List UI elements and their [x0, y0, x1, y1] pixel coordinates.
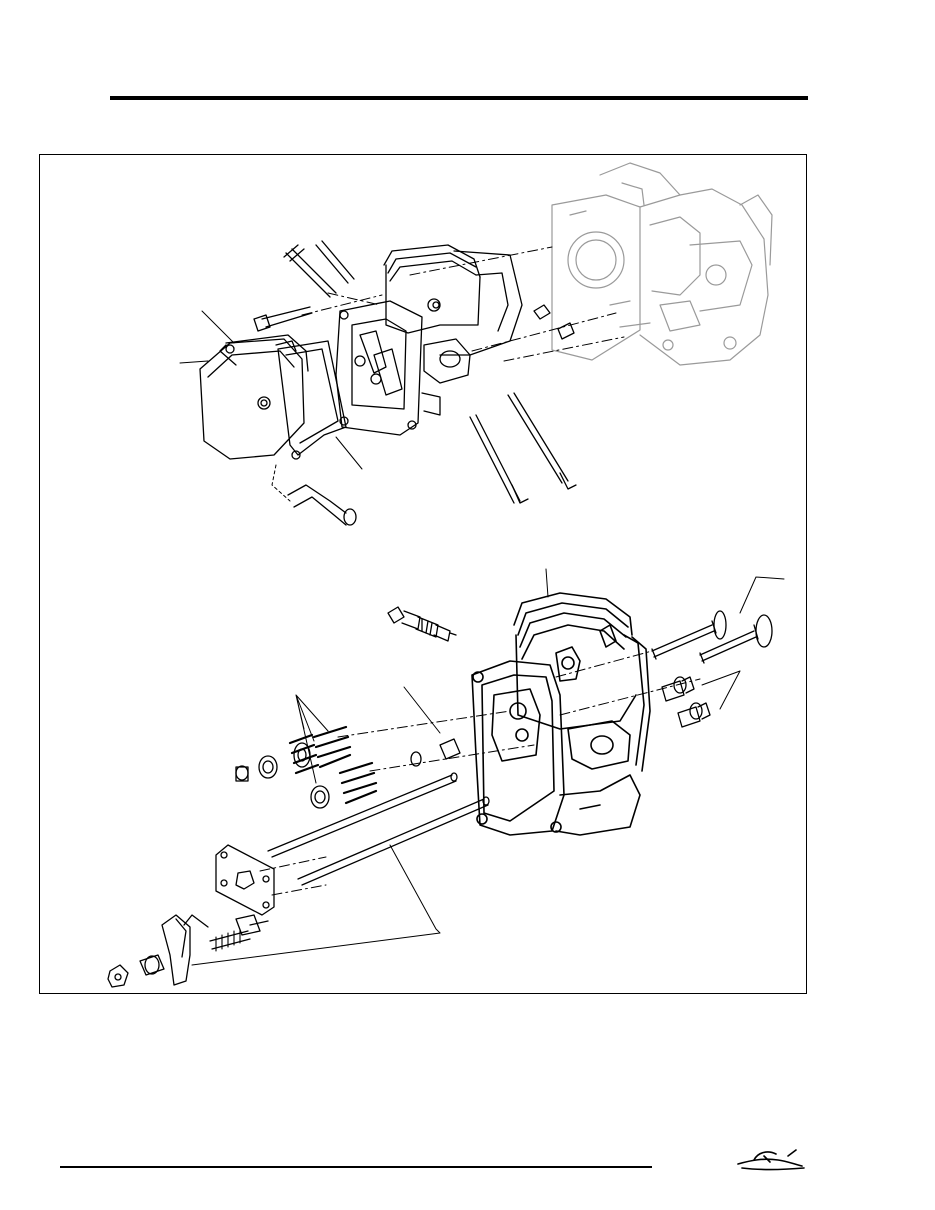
rocker-stud: [209, 914, 269, 952]
spark-plug: [387, 606, 457, 642]
upper-leader-lines: [179, 310, 363, 470]
rocker-arm: [161, 914, 209, 986]
rocker-pivot-and-nut: [107, 954, 165, 988]
exploded-diagram: [107, 162, 785, 988]
upper-alignment-lines: [301, 246, 625, 362]
push-rod-guide-plate: [215, 844, 275, 916]
lower-alignment-lines: [259, 650, 701, 896]
header-rule: [110, 96, 808, 100]
lower-cylinder-head: [471, 592, 651, 836]
push-rods: [267, 772, 490, 886]
ghost-engine-block: [551, 162, 773, 366]
valve-cover-gasket: [275, 340, 347, 456]
valves: [651, 610, 773, 664]
snowmobile-logo-icon: [737, 1149, 805, 1171]
valve-guides: [661, 676, 711, 728]
valve-springs: [235, 725, 461, 809]
footer-rule: [60, 1166, 652, 1168]
breather-hose: [271, 464, 357, 526]
valve-cover: [199, 334, 309, 460]
upper-studs: [253, 240, 577, 504]
exploded-view-frame: [39, 154, 807, 994]
lower-leader-lines: [191, 568, 785, 966]
upper-cylinder-head: [335, 244, 523, 436]
